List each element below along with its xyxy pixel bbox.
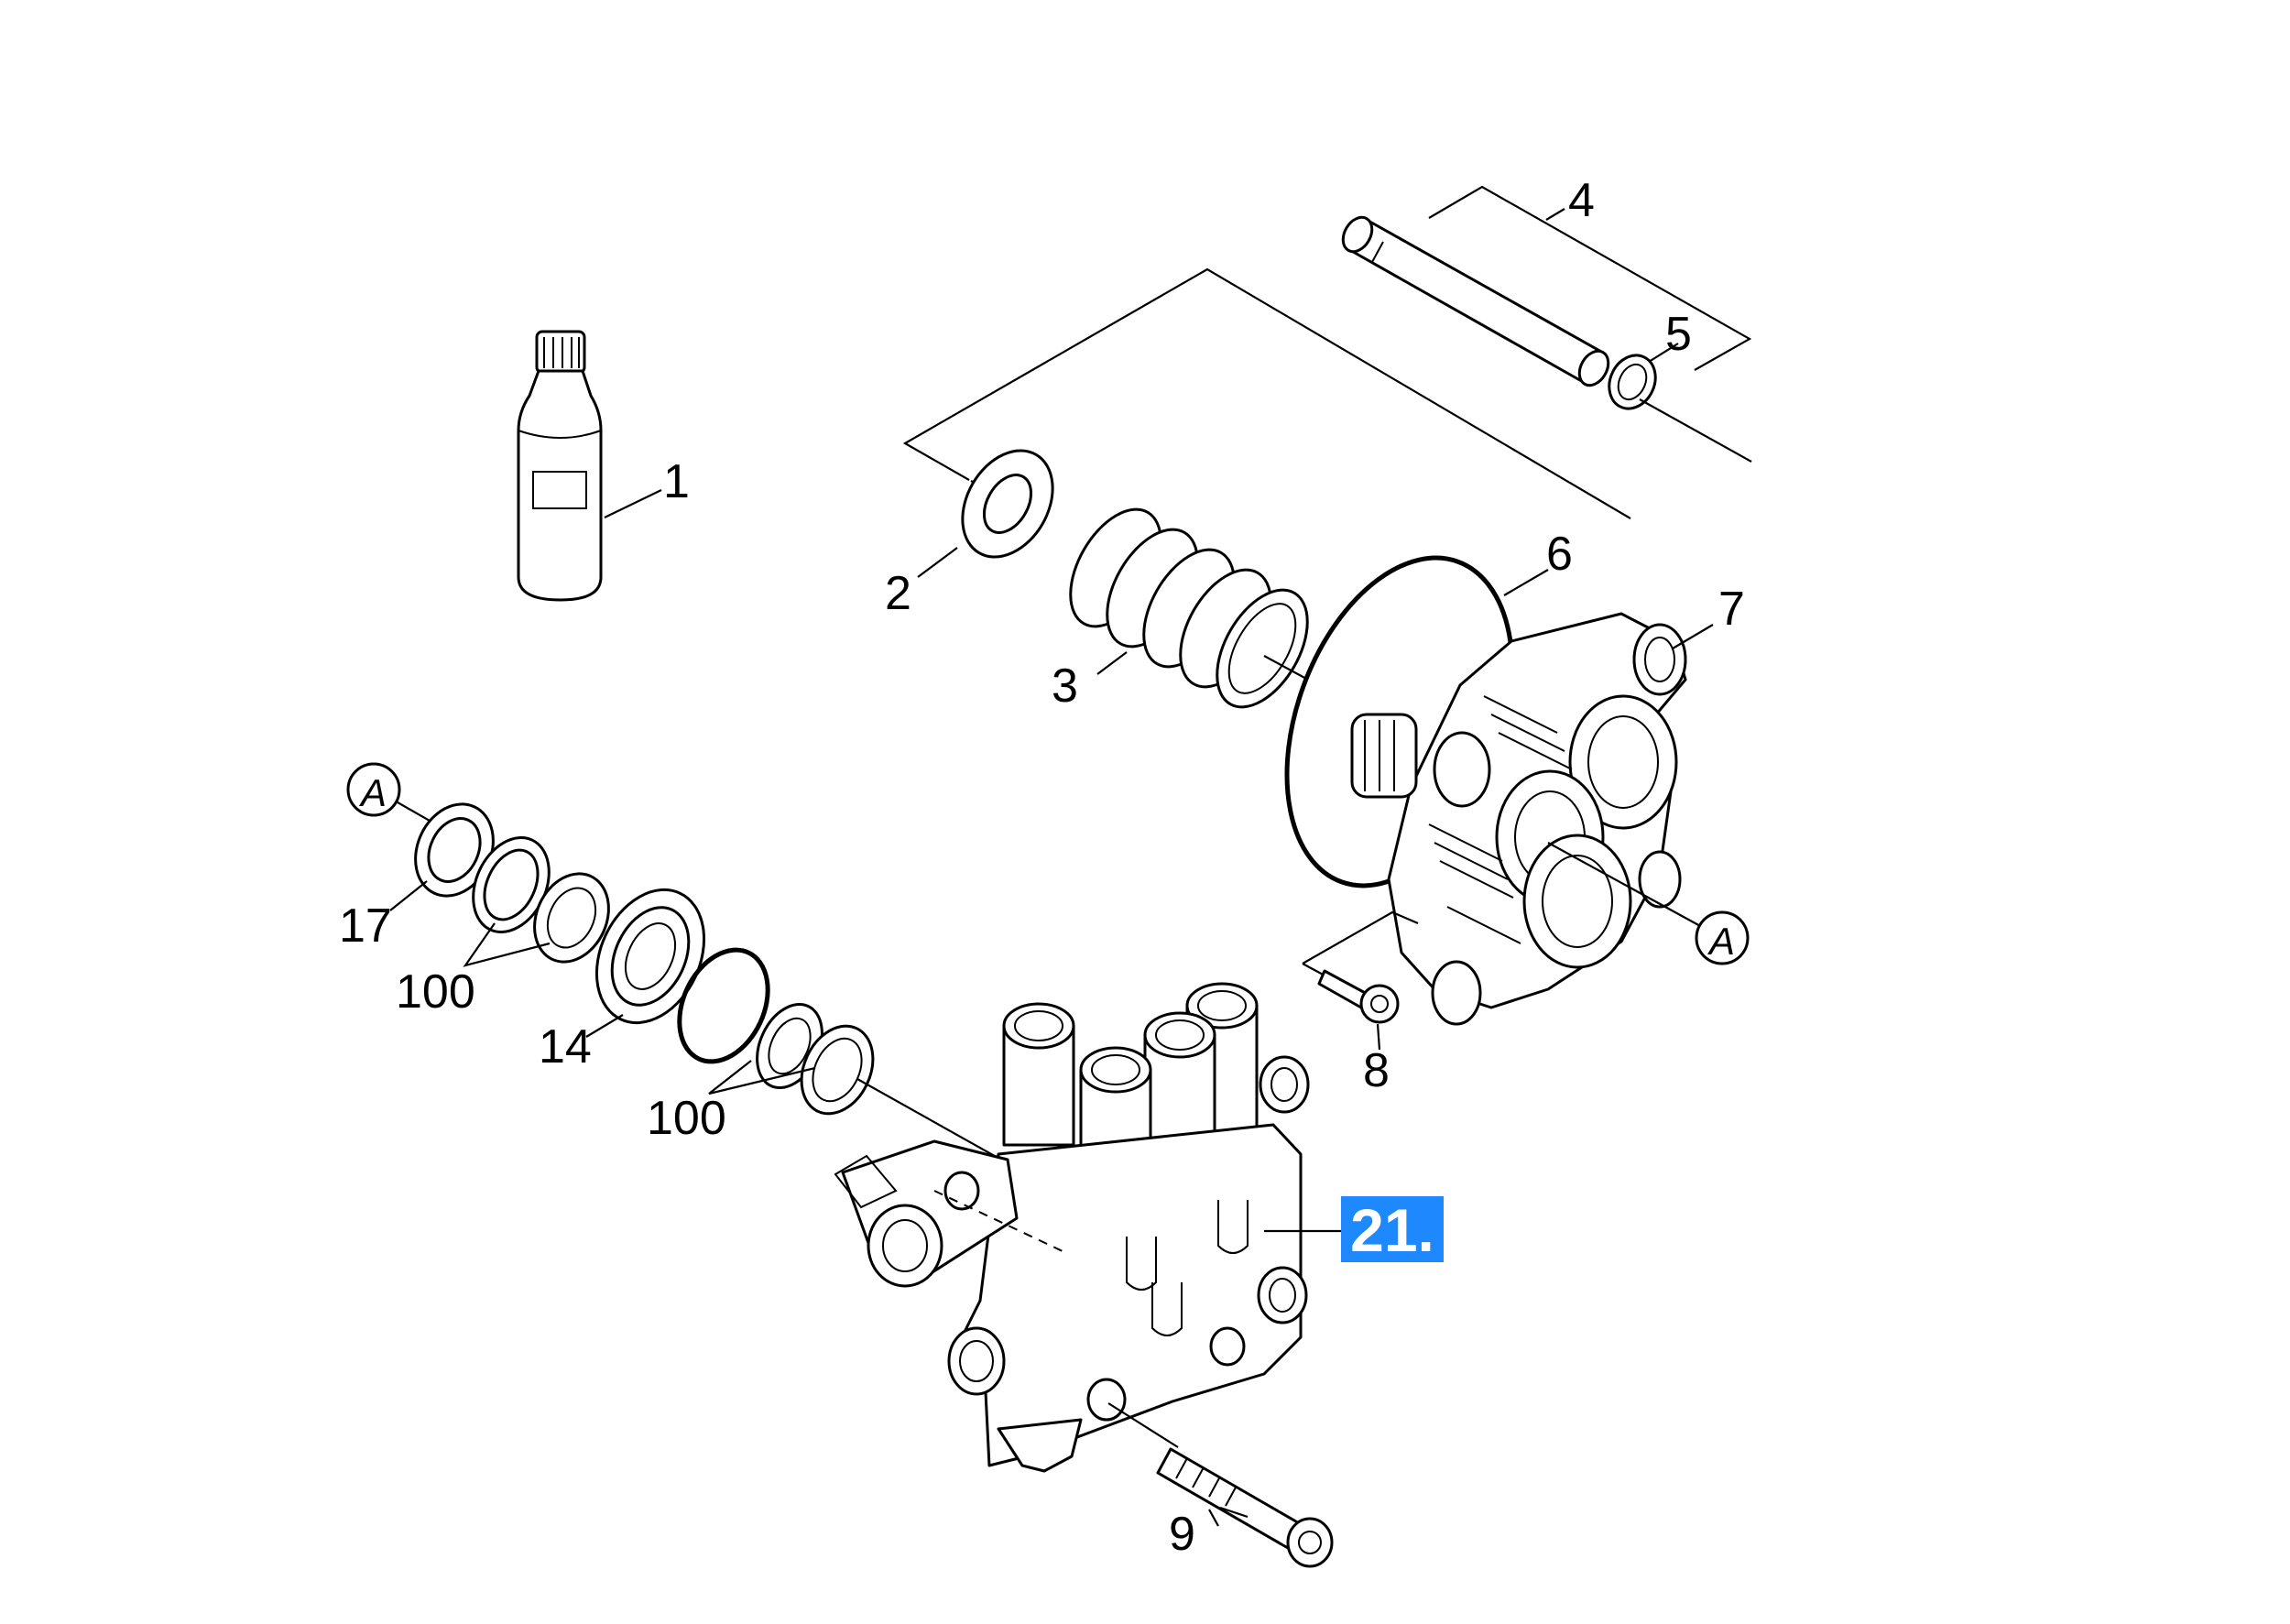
label-part-6: 6 [1546,528,1573,581]
marker-a-right-label: A [1707,920,1735,963]
part-3-spring [1069,507,1309,709]
label-part-5: 5 [1665,308,1692,361]
label-part-100-right: 100 [647,1092,726,1145]
bracket-4-5 [1428,185,1752,371]
label-part-100-left: 100 [396,965,475,1019]
part-8-screw [1317,969,1400,1024]
label-part-7: 7 [1718,583,1745,636]
callout-21[interactable]: 21. [1341,1196,1444,1264]
label-part-2: 2 [885,567,911,620]
marker-a-right: A [1695,910,1750,965]
callout-21-badge[interactable] [1341,1196,1444,1262]
part-100-left-ring-set [472,835,610,964]
label-part-8: 8 [1363,1044,1390,1097]
label-part-9: 9 [1169,1508,1195,1561]
part-1-oil-bottle [517,330,603,602]
part-5-snap-ring [1608,354,1657,410]
label-part-17: 17 [339,899,392,953]
part-7-pump-head [1350,612,1687,1026]
label-part-4: 4 [1568,174,1595,227]
part-14-seal [594,888,706,1025]
part-100-right-ring-set [677,947,875,1116]
part-9-bolt [1107,1402,1334,1568]
label-part-3: 3 [1052,659,1078,713]
label-part-14: 14 [539,1020,592,1074]
part-17-seal [414,802,495,898]
label-part-1: 1 [663,455,690,508]
part-4-rod [1341,215,1610,387]
part-2-washer [961,449,1054,559]
callout-21-label[interactable]: 21. [1350,1196,1434,1264]
marker-a-left-label: A [358,771,387,814]
marker-a-left: A [346,762,401,817]
part-21-manifold [834,982,1310,1473]
